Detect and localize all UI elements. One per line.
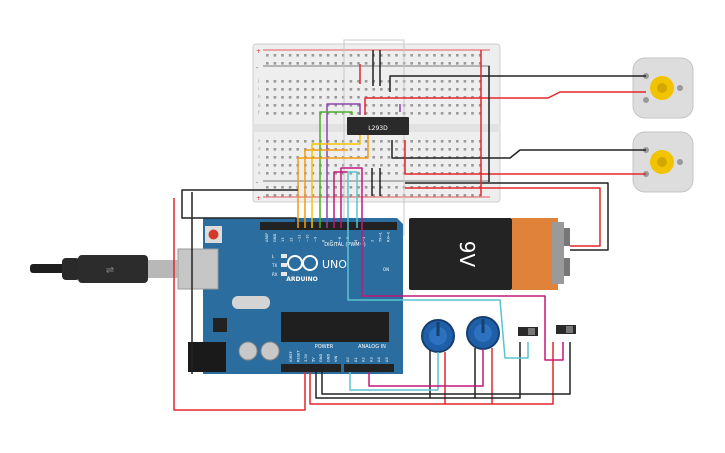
potentiometer-2[interactable] — [466, 316, 500, 350]
usb-icon: ⇌ — [106, 265, 114, 276]
wire-gnd-bottom-4 — [321, 342, 571, 395]
arduino-uno-board[interactable]: ARDUINO UNO DIGITAL (PWM~) POWER ANALOG … — [177, 218, 403, 374]
slide-switch-1[interactable] — [518, 327, 538, 336]
header-pin-label: 2 — [370, 240, 374, 242]
wire-5v-bottom — [309, 352, 446, 405]
l293d-chip[interactable]: L293D — [347, 117, 409, 135]
analog-pin-label: A5 — [385, 357, 389, 362]
wire-battery-negative — [405, 182, 609, 251]
power-label: POWER — [315, 344, 334, 350]
arduino-brand: ARDUINO — [286, 276, 317, 283]
analog-pin-label: A4 — [377, 357, 381, 362]
header-pin-label: ~6 — [338, 236, 342, 242]
header-pin-label: TX→1 — [378, 232, 382, 243]
row-letter: h — [258, 94, 261, 99]
header-pin-label: ~10 — [306, 234, 310, 242]
rail-minus-label: - — [256, 179, 258, 186]
analog-label: ANALOG IN — [358, 344, 386, 350]
led-label: L — [272, 254, 275, 259]
row-letter: j — [257, 78, 259, 83]
led-labels: L TX RX — [271, 254, 287, 277]
wire-analog-cyan-2 — [347, 171, 529, 359]
power-pin-label: VIN — [334, 355, 338, 362]
rail-plus-label: + — [256, 195, 261, 202]
potentiometer-1[interactable] — [421, 319, 455, 353]
chip-label: L293D — [368, 125, 388, 132]
led-indicator — [281, 263, 287, 267]
analog-pin-label: A3 — [369, 357, 373, 362]
on-label: ON — [383, 267, 389, 272]
wire-signal-orange-2 — [297, 135, 369, 228]
power-pin-label: GND — [327, 354, 331, 362]
digital-label: DIGITAL (PWM~) — [324, 242, 366, 248]
row-letter: g — [258, 102, 261, 107]
header-pin-label: GND — [273, 234, 277, 242]
wire-signal-orange-1 — [304, 149, 348, 228]
power-pin-label: 5V — [312, 357, 316, 362]
header-pin-label: 12 — [289, 237, 293, 242]
header-pin-label: AREF — [265, 233, 269, 242]
row-letter: i — [258, 86, 259, 91]
wire-motor2-a — [391, 140, 646, 159]
wire-power-loop — [173, 198, 306, 411]
battery-9v[interactable]: 9V — [409, 218, 570, 290]
power-pin-label: IOREF — [289, 351, 293, 362]
header-pin-label: ~9 — [314, 236, 318, 242]
breadboard-row-labels-bottom: e d c b a — [258, 138, 261, 175]
header-pin-label: ~3 — [362, 237, 366, 242]
dc-motor-top[interactable] — [632, 57, 694, 119]
wire-5v-bottom-3 — [492, 342, 554, 405]
wire-motor2-b — [404, 140, 646, 175]
analog-pin-label: A2 — [362, 357, 366, 362]
slide-switch-2[interactable] — [556, 325, 576, 334]
row-letter: e — [258, 138, 261, 143]
power-pin-label: GND — [319, 354, 323, 362]
row-letter: c — [258, 154, 260, 159]
led-label: RX — [272, 272, 278, 277]
header-pin-label: 8 — [322, 239, 326, 242]
header-pin-label: 4 — [354, 239, 358, 242]
header-pin-label: ~11 — [297, 234, 301, 242]
breadboard-row-labels-top: j i h g f — [257, 78, 261, 115]
led-indicator — [281, 254, 287, 258]
wire-gnd-bottom — [315, 350, 431, 399]
arduino-logo-icon — [287, 255, 318, 271]
wires[interactable] — [173, 50, 646, 411]
wire-analog-cyan — [349, 352, 439, 391]
led-label: TX — [271, 263, 277, 268]
rail-plus-label: + — [256, 48, 261, 55]
analog-pin-label: A0 — [346, 357, 350, 362]
battery-label: 9V — [455, 241, 479, 268]
wire-signal-green — [319, 111, 353, 228]
dc-motor-bottom[interactable] — [632, 131, 694, 193]
wire-motor1-b — [364, 91, 646, 115]
arduino-model: UNO — [322, 258, 347, 271]
wire-analog-magenta — [368, 349, 484, 387]
usb-cable[interactable]: ⇌ — [30, 255, 178, 283]
wire-signal-purple — [326, 103, 361, 228]
wire-analog-magenta-2 — [340, 167, 564, 361]
header-pin-label: RX←0 — [387, 231, 391, 242]
analog-pin-label: A1 — [354, 357, 358, 362]
wire-motor1-a — [389, 75, 646, 92]
wire-battery-positive — [405, 187, 601, 247]
rail-minus-label: - — [256, 64, 258, 71]
header-pin-label: 13 — [281, 237, 285, 242]
wire-ground-loop — [181, 189, 298, 222]
wire-signal-magenta-top — [333, 171, 348, 228]
wire-5v-bottom-2 — [445, 348, 493, 405]
wire-gnd-bottom-3 — [475, 342, 521, 399]
wire-signal-yellow — [311, 135, 361, 228]
row-letter: a — [258, 170, 261, 175]
row-letter: f — [258, 110, 260, 115]
power-pin-label: RESET — [297, 350, 301, 362]
led-indicator — [281, 272, 287, 276]
header-pin-label: 7 — [330, 240, 334, 242]
power-pin-label: 3.3V — [304, 353, 308, 362]
row-letter: b — [258, 162, 261, 167]
row-letter: d — [258, 146, 261, 151]
